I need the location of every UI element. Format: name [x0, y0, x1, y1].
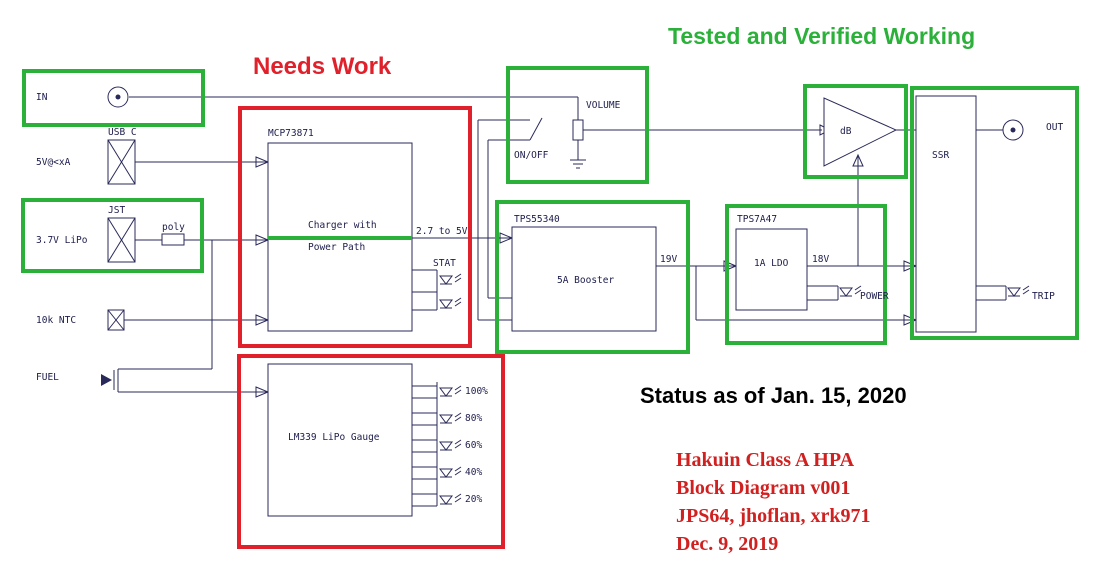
arrow-icon — [255, 156, 270, 168]
arrow-icon — [499, 232, 514, 244]
label-in: IN — [36, 92, 48, 103]
gauge-led-row: 60% — [412, 439, 482, 453]
gauge-led-row: 40% — [412, 466, 482, 480]
credit-line-1: Hakuin Class A HPA — [676, 449, 855, 471]
label-19v: 19V — [660, 254, 677, 265]
gauge-level-label: 40% — [465, 467, 482, 478]
label-usb-c: USB C — [108, 127, 137, 138]
tested-heading: Tested and Verified Working — [668, 23, 975, 49]
ldo-ok-box — [725, 204, 887, 345]
arrow-icon — [255, 314, 270, 326]
label-db: dB — [840, 126, 852, 137]
lipo-ok-box — [21, 198, 204, 273]
volume-ok-box — [506, 66, 649, 184]
label-tps55340: TPS55340 — [514, 214, 560, 225]
label-5v: 5V@<xA — [36, 157, 71, 168]
arrow-icon — [723, 260, 738, 272]
credit-line-3: JPS64, jhoflan, xrk971 — [676, 505, 870, 527]
label-power: POWER — [860, 291, 889, 302]
amp-ok-box — [803, 84, 908, 179]
input-ok-box — [22, 69, 205, 127]
credit-line-4: Dec. 9, 2019 — [676, 533, 778, 555]
fuel-button-icon — [101, 374, 112, 386]
label-gauge: LM339 LiPo Gauge — [288, 432, 380, 443]
label-tps7a47: TPS7A47 — [737, 214, 777, 225]
status-heading: Status as of Jan. 15, 2020 — [640, 383, 907, 408]
gauge-led-row: 20% — [412, 493, 482, 507]
led-icon — [439, 441, 453, 451]
label-lipo: 3.7V LiPo — [36, 235, 88, 246]
label-ldo: 1A LDO — [754, 258, 789, 269]
ssr-ok-box — [910, 86, 1079, 340]
arrow-icon — [255, 386, 270, 398]
power-led-icon — [839, 285, 862, 297]
label-ssr: SSR — [932, 150, 949, 161]
needs-work-heading: Needs Work — [253, 53, 392, 80]
led-icon — [439, 495, 453, 505]
label-ntc: 10k NTC — [36, 315, 76, 326]
gauge-leds: 100% 80% 60% 40% 20% — [412, 382, 488, 507]
label-18v: 18V — [812, 254, 829, 265]
gauge-level-label: 20% — [465, 494, 482, 505]
trip-led-icon — [1007, 285, 1030, 297]
gauge-block — [267, 363, 413, 517]
gauge-needs-work-box — [237, 354, 505, 549]
booster-block — [511, 226, 657, 332]
gauge-level-label: 80% — [465, 413, 482, 424]
gauge-led-row: 80% — [412, 412, 482, 426]
label-charger-1: Charger with — [308, 220, 377, 231]
label-stat: STAT — [433, 258, 456, 269]
label-poly: poly — [162, 222, 185, 233]
poly-fuse-icon — [161, 233, 185, 246]
label-charger-2: Power Path — [308, 242, 365, 253]
led-icon — [439, 387, 453, 397]
gauge-led-row: 100% — [412, 385, 488, 399]
ssr-block — [915, 95, 977, 333]
amplifier-triangle — [823, 97, 898, 167]
label-mcp: MCP73871 — [268, 128, 314, 139]
credit-line-2: Block Diagram v001 — [676, 477, 850, 499]
gauge-level-label: 60% — [465, 440, 482, 451]
label-fuel: FUEL — [36, 372, 59, 383]
gauge-level-label: 100% — [465, 386, 488, 397]
volume-pot-icon — [572, 119, 584, 141]
label-booster: 5A Booster — [557, 275, 614, 286]
led-icon — [439, 414, 453, 424]
charger-needs-work-box — [238, 106, 472, 348]
label-jst: JST — [108, 205, 125, 216]
label-range: 2.7 to 5V — [416, 226, 468, 237]
arrow-icon — [255, 234, 270, 246]
label-onoff: ON/OFF — [514, 150, 549, 161]
label-volume: VOLUME — [586, 100, 621, 111]
stat-leds — [439, 273, 462, 309]
ldo-block — [735, 228, 808, 311]
arrow-icon — [852, 153, 864, 167]
label-trip: TRIP — [1032, 291, 1055, 302]
label-out: OUT — [1046, 122, 1063, 133]
led-icon — [439, 468, 453, 478]
booster-ok-box — [495, 200, 690, 354]
